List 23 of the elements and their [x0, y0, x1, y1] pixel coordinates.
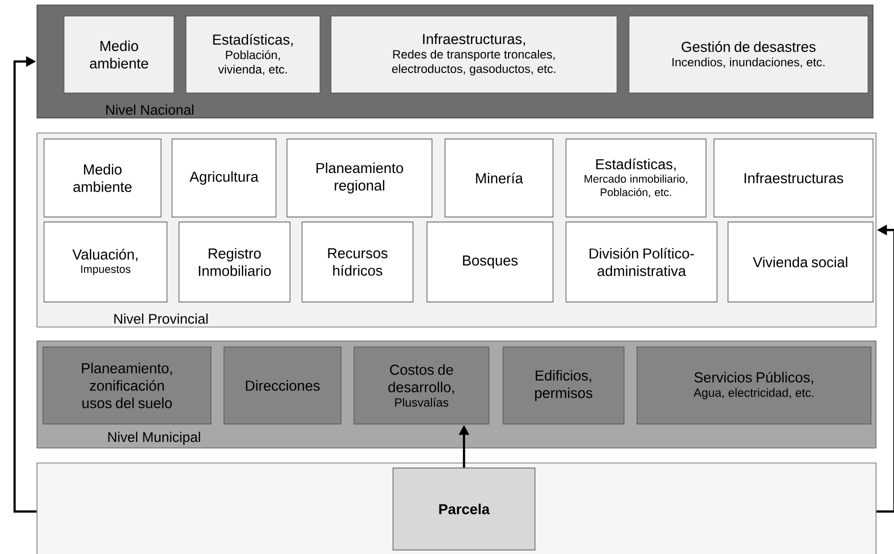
topic-box: Planeamiento regional — [286, 138, 432, 218]
topic-box: Vivienda social — [728, 222, 874, 302]
topic-box: Infraestructuras — [714, 138, 874, 218]
topic-box: Edificios, permisos — [502, 346, 624, 424]
topic-box: Direcciones — [224, 346, 342, 424]
topic-box: División Político-administrativa — [566, 222, 718, 302]
topic-box: Registro Inmobiliario — [178, 222, 290, 302]
topic-box: Planeamiento, zonificación usos del suelo — [42, 346, 212, 424]
topic-box: Costos de desarrollo, Plusvalías — [354, 346, 490, 424]
topic-box: Valuación, Impuestos — [44, 222, 168, 302]
topic-box: Servicios Públicos, Agua, electricidad, etc. — [636, 346, 872, 424]
topic-box: Medio ambiente — [64, 16, 174, 94]
topic-box: Recursos hídricos — [302, 222, 414, 302]
arrow — [14, 56, 37, 513]
topic-box: Estadísticas, Población, vivienda, etc. — [186, 16, 320, 94]
topic-box: Minería — [444, 138, 554, 218]
topic-box: Gestión de desastres Incendios, inundaciones, etc. — [628, 16, 868, 94]
parcel-box: Parcela — [392, 468, 536, 550]
topic-box: Infraestructuras, Redes de transporte troncales, electroductos, gasoductos, etc. — [330, 16, 618, 94]
topic-box: Agricultura — [172, 138, 276, 218]
topic-box: Estadísticas, Mercado inmobiliario, Población, etc. — [566, 138, 706, 218]
topic-box: Medio ambiente — [44, 138, 162, 218]
topic-box: Bosques — [426, 222, 554, 302]
